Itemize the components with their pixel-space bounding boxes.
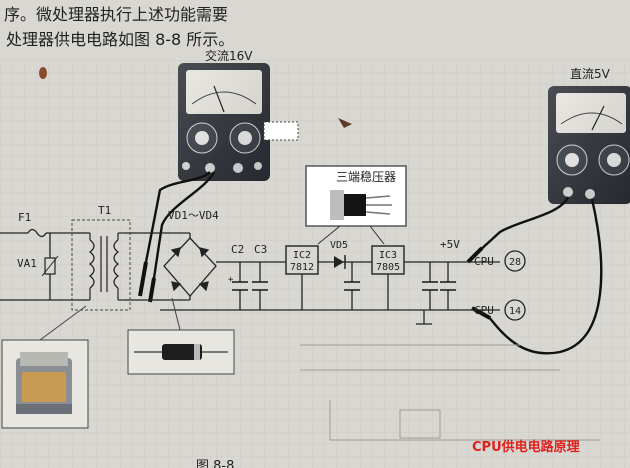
cpu-pin-28: CPU 28 xyxy=(474,250,526,272)
regulator-photo xyxy=(344,194,366,216)
c3-label: C3 xyxy=(254,243,267,256)
ic3-name: IC3 xyxy=(379,250,397,261)
regulator-callout-label: 三端稳压器 xyxy=(336,169,396,184)
vd5-label: VD5 xyxy=(330,240,348,251)
capacitor-symbols xyxy=(232,281,456,291)
c2-label: C2 xyxy=(231,243,244,256)
dc-meter-label: 直流5V xyxy=(570,67,611,81)
ac-probe xyxy=(148,277,156,303)
dc-test-lead-red xyxy=(477,196,570,253)
plus5v-label: +5V xyxy=(440,238,460,251)
dashed-box xyxy=(263,121,299,141)
pin-bottom-number: 14 xyxy=(509,306,521,317)
fuse-symbol xyxy=(27,228,47,238)
intro-line-1: 序。微处理器执行上述功能需要 xyxy=(4,5,228,24)
vd5-diode xyxy=(334,255,346,269)
ic3-part: 7805 xyxy=(376,262,400,273)
c2-polarity: + xyxy=(228,275,234,285)
ic2-part: 7812 xyxy=(290,262,314,273)
fuse-label: F1 xyxy=(18,211,31,224)
ac-test-lead xyxy=(144,171,211,263)
transformer-primary-coil xyxy=(88,239,95,289)
ac-probe xyxy=(138,261,148,297)
ic2-regulator: IC2 7812 xyxy=(285,245,319,275)
cpu-top-label: CPU xyxy=(474,255,494,268)
transformer-photo-inset xyxy=(1,305,89,429)
diode-photo-inset xyxy=(127,297,235,375)
intro-line-2: 处理器供电电路如图 8-8 所示。 xyxy=(6,30,234,49)
regulator-heatsink xyxy=(330,190,344,220)
figure-caption: 图 8-8 xyxy=(196,459,234,468)
watermark-text: CPU供电电路原理 xyxy=(472,439,580,455)
cpu-pin-14: CPU 14 xyxy=(474,299,526,321)
ac-multimeter: 交流16V xyxy=(178,48,270,181)
ac-meter-label: 交流16V xyxy=(205,48,253,63)
ink-spot xyxy=(338,118,352,128)
ink-spot xyxy=(39,67,47,79)
dc-multimeter: 直流5V xyxy=(548,67,630,204)
regulator-callout: 三端稳压器 xyxy=(305,165,407,245)
ac-test-lead xyxy=(152,171,216,279)
varistor-label: VA1 xyxy=(17,257,37,270)
background-traces xyxy=(300,344,600,441)
pin-top-number: 28 xyxy=(509,257,521,268)
transformer-label: T1 xyxy=(98,204,111,217)
bridge-rectifier xyxy=(163,237,217,297)
cpu-bottom-label: CPU xyxy=(474,304,494,317)
ic3-regulator: IC3 7805 xyxy=(371,245,405,275)
transformer-secondary-coil xyxy=(113,239,120,289)
dc-test-lead-black xyxy=(487,198,603,355)
transformer-outline xyxy=(71,219,131,311)
ic2-name: IC2 xyxy=(293,250,311,261)
dc-probe xyxy=(466,246,484,264)
bridge-label: VD1～VD4 xyxy=(168,209,219,222)
